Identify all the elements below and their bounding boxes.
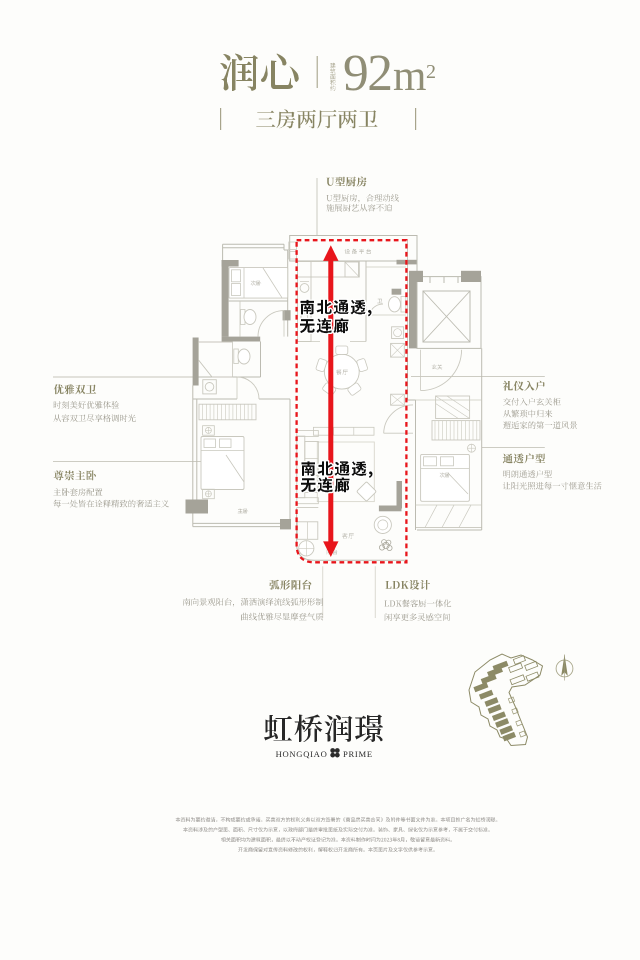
svg-text:HONGQIAO: HONGQIAO: [276, 749, 328, 759]
svg-text:92: 92: [343, 45, 392, 102]
svg-text:PRIME: PRIME: [343, 749, 373, 759]
svg-text:m: m: [393, 53, 426, 100]
svg-text:2: 2: [426, 61, 436, 83]
